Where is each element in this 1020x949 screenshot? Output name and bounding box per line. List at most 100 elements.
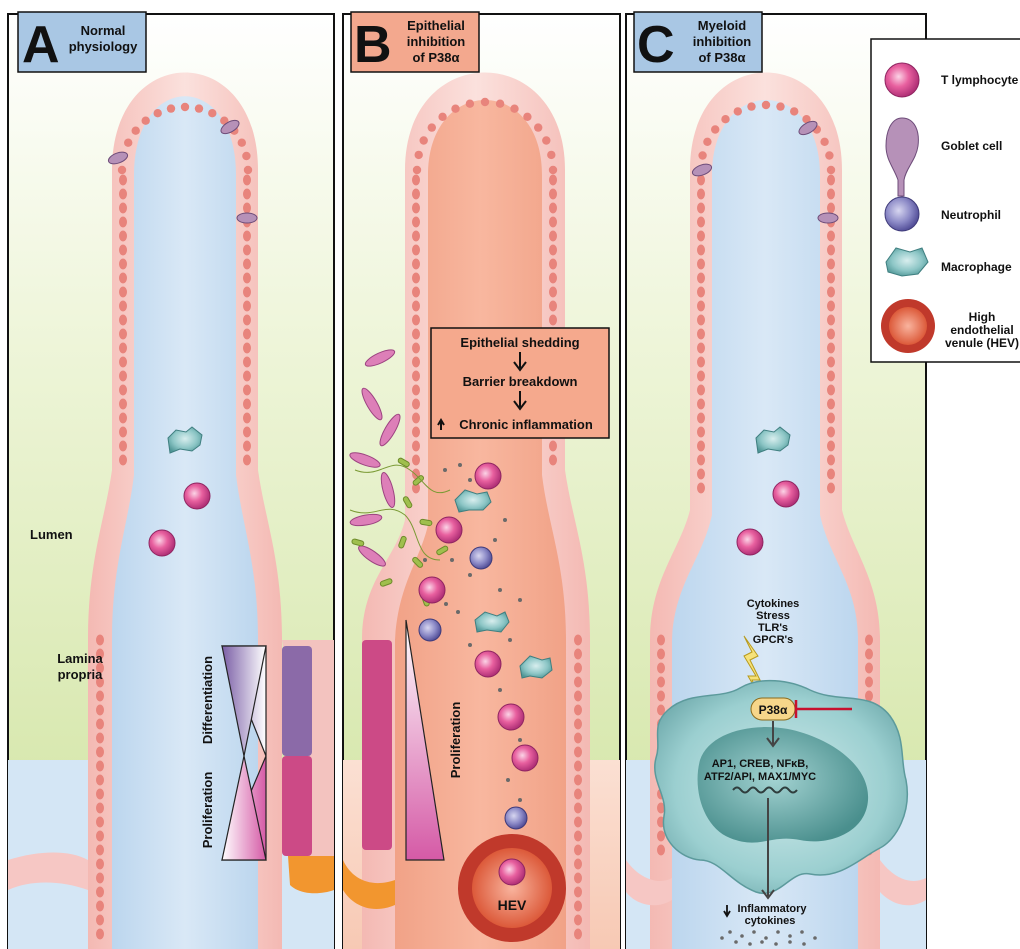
epithelial-nucleus (96, 691, 104, 702)
epithelial-nucleus (119, 189, 127, 200)
epithelial-nucleus (243, 189, 251, 200)
epithelial-nucleus (657, 691, 665, 702)
lumen-label: Lumen (30, 527, 73, 542)
epithelial-nucleus (697, 245, 705, 256)
t-lymphocyte (498, 704, 524, 730)
legend: T lymphocyte Goblet cell Neutrophil Macr… (871, 39, 1020, 362)
epithelial-nucleus (574, 719, 582, 730)
epithelial-nucleus (697, 259, 705, 270)
epithelial-nucleus (827, 343, 835, 354)
epithelial-nucleus (412, 189, 420, 200)
t-lymphocyte (475, 651, 501, 677)
epithelial-nucleus (412, 385, 420, 396)
epithelial-nucleus (412, 203, 420, 214)
epithelial-nucleus (119, 315, 127, 326)
epithelial-nucleus (747, 102, 755, 110)
epithelial-nucleus (195, 104, 203, 112)
epithelial-nucleus (496, 100, 504, 108)
epithelial-nucleus (124, 139, 132, 147)
output-line1: Inflammatory (737, 903, 807, 915)
proliferation-label-b: Proliferation (448, 702, 463, 779)
epithelial-nucleus (574, 817, 582, 828)
panel-a-stem-cells (288, 856, 334, 893)
epithelial-nucleus (549, 189, 557, 200)
epithelial-nucleus (412, 259, 420, 270)
panel-a-letter: A (22, 16, 60, 74)
epithelial-nucleus (96, 789, 104, 800)
signal-cytokines: Cytokines (747, 598, 800, 610)
panel-c-letter: C (637, 16, 675, 74)
epithelial-nucleus (547, 151, 555, 159)
epithelial-nucleus (827, 455, 835, 466)
epithelial-nucleus (243, 455, 251, 466)
epithelial-nucleus (243, 427, 251, 438)
epithelial-nucleus (865, 649, 873, 660)
epithelial-nucleus (119, 175, 127, 186)
epithelial-nucleus (420, 136, 428, 144)
epithelial-nucleus (827, 245, 835, 256)
epithelial-nucleus (697, 231, 705, 242)
epithelial-nucleus (132, 127, 140, 135)
epithelial-nucleus (697, 413, 705, 424)
p38-label: P38α (759, 703, 788, 717)
t-lymphocyte (512, 745, 538, 771)
epithelial-nucleus (96, 831, 104, 842)
epithelial-nucleus (827, 166, 835, 174)
epithelial-nucleus (574, 873, 582, 884)
epithelial-nucleus (827, 371, 835, 382)
panel-a-title-line2: physiology (69, 39, 138, 54)
epithelial-nucleus (119, 343, 127, 354)
epithelial-nucleus (243, 245, 251, 256)
epithelial-nucleus (574, 733, 582, 744)
epithelial-nucleus (697, 301, 705, 312)
epithelial-nucleus (574, 831, 582, 842)
epithelial-nucleus (549, 259, 557, 270)
epithelial-nucleus (119, 301, 127, 312)
epithelial-nucleus (243, 301, 251, 312)
epithelial-nucleus (96, 635, 104, 646)
lamina-label-line2: propria (58, 667, 104, 682)
t-lymphocyte (419, 577, 445, 603)
epithelial-nucleus (154, 109, 162, 117)
epithelial-nucleus (243, 329, 251, 340)
epithelial-nucleus (827, 273, 835, 284)
epithelial-nucleus (412, 329, 420, 340)
epithelial-nucleus (827, 175, 835, 186)
epithelial-nucleus (865, 691, 873, 702)
transcription-factors-line1: AP1, CREB, NFκB, (712, 758, 809, 770)
epithelial-nucleus (412, 315, 420, 326)
epithelial-nucleus (413, 166, 421, 174)
legend-label-t-lymphocyte: T lymphocyte (941, 73, 1019, 87)
epithelial-nucleus (820, 138, 828, 146)
epithelial-nucleus (119, 427, 127, 438)
panel-a-differentiated-cells (282, 646, 312, 756)
epithelial-nucleus (208, 109, 216, 117)
epithelial-nucleus (243, 273, 251, 284)
epithelial-nucleus (827, 315, 835, 326)
epithelial-nucleus (827, 357, 835, 368)
epithelial-nucleus (657, 831, 665, 842)
epithelial-nucleus (721, 115, 729, 123)
epithelial-nucleus (119, 399, 127, 410)
neutrophil-icon (885, 197, 919, 231)
epithelial-nucleus (549, 217, 557, 228)
epithelial-nucleus (827, 259, 835, 270)
epithelial-nucleus (698, 151, 706, 159)
epithelial-nucleus (827, 231, 835, 242)
goblet-cell (818, 213, 838, 223)
hev-label: HEV (498, 897, 527, 913)
epithelial-nucleus (119, 329, 127, 340)
epithelial-nucleus (119, 287, 127, 298)
epithelial-nucleus (827, 203, 835, 214)
epithelial-nucleus (243, 259, 251, 270)
epithelial-nucleus (96, 915, 104, 926)
epithelial-nucleus (238, 139, 246, 147)
panel-a: Differentiation Proliferation Lumen Lami… (8, 12, 334, 949)
epithelial-nucleus (96, 929, 104, 940)
epithelial-nucleus (243, 315, 251, 326)
epithelial-nucleus (697, 315, 705, 326)
epithelial-nucleus (827, 385, 835, 396)
epithelial-nucleus (549, 231, 557, 242)
epithelial-nucleus (96, 761, 104, 772)
